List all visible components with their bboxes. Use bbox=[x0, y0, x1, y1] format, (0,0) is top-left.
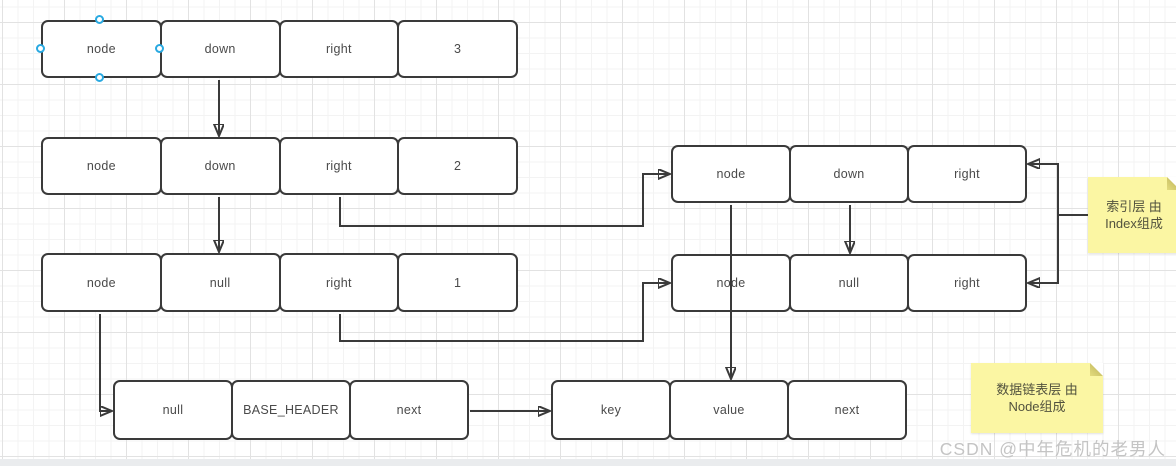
box-index-head-level3[interactable]: node down right 3 bbox=[41, 20, 518, 78]
note-fold-corner bbox=[1167, 177, 1176, 190]
box-index-head-level1[interactable]: node null right 1 bbox=[41, 253, 518, 312]
cell-key[interactable]: key bbox=[551, 380, 671, 440]
cell-right[interactable]: right bbox=[907, 254, 1027, 312]
note-line: Node组成 bbox=[1008, 399, 1066, 414]
box-data-node[interactable]: key value next bbox=[551, 380, 907, 440]
cell-node[interactable]: node bbox=[41, 253, 162, 312]
cell-down[interactable]: down bbox=[159, 20, 281, 78]
note-line: 索引层 由 bbox=[1106, 199, 1162, 214]
cell-right[interactable]: right bbox=[278, 137, 400, 195]
selection-handle-right[interactable] bbox=[155, 44, 164, 53]
note-index-layer[interactable]: 索引层 由 Index组成 bbox=[1088, 177, 1176, 253]
cell-null[interactable]: null bbox=[159, 253, 281, 312]
note-line: 数据链表层 由 bbox=[996, 382, 1078, 397]
box-index-node-level2[interactable]: node down right bbox=[671, 145, 1027, 203]
box-index-head-level2[interactable]: node down right 2 bbox=[41, 137, 518, 195]
cell-next[interactable]: next bbox=[787, 380, 907, 440]
box-base-header[interactable]: null BASE_HEADER next bbox=[113, 380, 469, 440]
cell-node[interactable]: node bbox=[671, 254, 791, 312]
cell-right[interactable]: right bbox=[278, 20, 400, 78]
arrow-l1-node-to-base-header[interactable] bbox=[99, 314, 112, 411]
cell-right[interactable]: right bbox=[278, 253, 400, 312]
cell-down[interactable]: down bbox=[789, 145, 909, 203]
selection-handle-left[interactable] bbox=[36, 44, 45, 53]
cell-null[interactable]: null bbox=[789, 254, 909, 312]
note-fold-corner bbox=[1090, 363, 1103, 376]
cell-node[interactable]: node bbox=[671, 145, 791, 203]
selection-handle-top[interactable] bbox=[95, 15, 104, 24]
selection-handle-bottom[interactable] bbox=[95, 73, 104, 82]
note-line: Index组成 bbox=[1105, 216, 1163, 231]
box-index-node-level1[interactable]: node null right bbox=[671, 254, 1027, 312]
cell-level-2[interactable]: 2 bbox=[397, 137, 518, 195]
note-connector-to-lower-right[interactable] bbox=[1028, 215, 1059, 283]
csdn-watermark: CSDN @中年危机的老男人 bbox=[939, 439, 1166, 459]
cell-right[interactable]: right bbox=[907, 145, 1027, 203]
cell-node[interactable]: node bbox=[41, 20, 162, 78]
cell-value[interactable]: value bbox=[669, 380, 789, 440]
cell-null[interactable]: null bbox=[113, 380, 233, 440]
cell-level-3[interactable]: 3 bbox=[397, 20, 518, 78]
note-data-layer[interactable]: 数据链表层 由 Node组成 bbox=[971, 363, 1103, 433]
bottom-scrollbar-track[interactable] bbox=[0, 459, 1176, 466]
cell-next[interactable]: next bbox=[349, 380, 469, 440]
cell-down[interactable]: down bbox=[159, 137, 281, 195]
cell-level-1[interactable]: 1 bbox=[397, 253, 518, 312]
cell-node[interactable]: node bbox=[41, 137, 162, 195]
note-connector-to-upper-right[interactable] bbox=[1028, 164, 1059, 215]
cell-base-header[interactable]: BASE_HEADER bbox=[231, 380, 351, 440]
